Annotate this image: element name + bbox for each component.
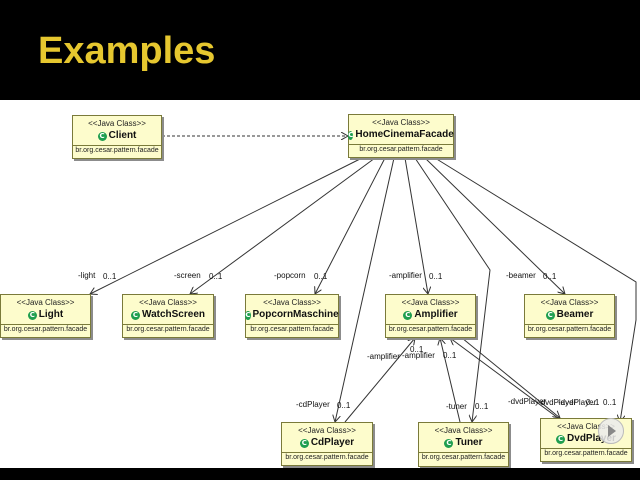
multiplicity-amplifier-back-b: 0..1	[443, 351, 457, 360]
package-name: br.org.cesar.pattern.facade	[525, 324, 614, 335]
play-icon[interactable]	[598, 418, 624, 444]
assoc-light	[90, 157, 363, 294]
class-name: DvdPlayer	[567, 433, 616, 444]
assoc-beamer	[424, 157, 565, 294]
role-label-dvdplayer-c: -dvdPlayer	[558, 398, 597, 407]
role-label-tuner: -tuner	[446, 402, 467, 411]
class-name: WatchScreen	[142, 309, 205, 320]
class-icon: C	[97, 131, 107, 141]
stereotype: <<Java Class>>	[540, 298, 599, 307]
role-label-dvdplayer-a: -dvdPlayer	[508, 397, 547, 406]
stereotype: <<Java Class>>	[298, 426, 356, 435]
package-name: br.org.cesar.pattern.facade	[123, 324, 213, 335]
package-name: br.org.cesar.pattern.facade	[282, 452, 372, 463]
assoc-amplifier	[404, 157, 428, 294]
stereotype: <<Java Class>>	[88, 119, 146, 128]
assoc-popcorn	[315, 157, 386, 294]
class-icon: C	[444, 438, 454, 448]
assoc-screen	[190, 157, 376, 294]
role-label-amplifier-back-a: -amplifier	[367, 352, 400, 361]
stereotype: <<Java Class>>	[434, 426, 493, 435]
class-icon: C	[348, 130, 354, 140]
class-name: Tuner	[455, 437, 483, 448]
multiplicity-dvdplayer-b: 0..1	[603, 398, 617, 407]
role-label-beamer: -beamer	[506, 271, 536, 280]
role-label-light: -light	[78, 271, 96, 280]
role-label-amplifier-back-b: -amplifier	[402, 351, 435, 360]
package-name: br.org.cesar.pattern.facade	[541, 448, 631, 459]
multiplicity-screen: 0..1	[209, 272, 223, 281]
slide-footer-bar	[0, 468, 640, 480]
slide-title: Examples	[38, 30, 216, 72]
multiplicity-amplifier: 0..1	[429, 272, 443, 281]
package-name: br.org.cesar.pattern.facade	[246, 324, 338, 335]
multiplicity-cdplayer: 0..1	[337, 401, 351, 410]
role-label-dvdplayer-b: -dvdPlayer	[538, 398, 577, 407]
stereotype: <<Java Class>>	[557, 422, 615, 431]
stereotype: <<Java Class>>	[139, 298, 197, 307]
multiplicity-tuner: 0..1	[475, 402, 489, 411]
stereotype: <<Java Class>>	[16, 298, 75, 307]
multiplicity-light: 0..1	[103, 272, 117, 281]
assoc-tuner	[414, 157, 491, 422]
class-name: Beamer	[556, 309, 594, 320]
class-icon: C	[245, 310, 251, 320]
multiplicity-amplifier-back-a: 0..1	[410, 345, 424, 354]
multiplicity-popcorn: 0..1	[314, 272, 328, 281]
class-name: Light	[38, 309, 64, 320]
class-icon: C	[27, 310, 37, 320]
class-name: Amplifier	[414, 309, 458, 320]
slide-header: Examples	[0, 0, 640, 100]
stereotype: <<Java Class>>	[401, 298, 460, 307]
multiplicity-dvdplayer-a: 0..1	[586, 398, 600, 407]
assoc-dvdplayer-amplifier	[450, 338, 559, 419]
class-name: HomeCinemaFacade	[355, 129, 454, 140]
association-lines	[0, 100, 637, 468]
assoc-dvdplayer	[434, 157, 637, 422]
assoc-cdplayer	[335, 157, 395, 422]
assoc-cdplayer-amplifier	[344, 338, 415, 423]
class-icon: C	[403, 310, 413, 320]
class-name: Client	[108, 130, 137, 141]
class-icon: C	[131, 310, 140, 320]
assoc-amplifier-dvdplayer	[461, 337, 560, 418]
role-label-popcorn: -popcorn	[274, 271, 306, 280]
class-icon: C	[556, 434, 566, 444]
package-name: br.org.cesar.pattern.facade	[1, 324, 90, 335]
role-label-screen: -screen	[174, 271, 201, 280]
package-name: br.org.cesar.pattern.facade	[386, 324, 475, 335]
class-icon: C	[545, 310, 555, 320]
class-name: PopcornMaschine	[252, 309, 339, 320]
class-name: CdPlayer	[310, 437, 355, 448]
stereotype: <<Java Class>>	[372, 118, 430, 127]
package-name: br.org.cesar.pattern.facade	[349, 144, 453, 155]
package-name: br.org.cesar.pattern.facade	[419, 452, 508, 463]
role-label-amplifier: -amplifier	[389, 271, 422, 280]
multiplicity-beamer: 0..1	[543, 272, 557, 281]
assoc-tuner-amplifier	[440, 338, 461, 423]
role-label-cdplayer: -cdPlayer	[296, 400, 330, 409]
package-name: br.org.cesar.pattern.facade	[73, 145, 161, 156]
stereotype: <<Java Class>>	[263, 298, 321, 307]
class-icon: C	[299, 438, 309, 448]
